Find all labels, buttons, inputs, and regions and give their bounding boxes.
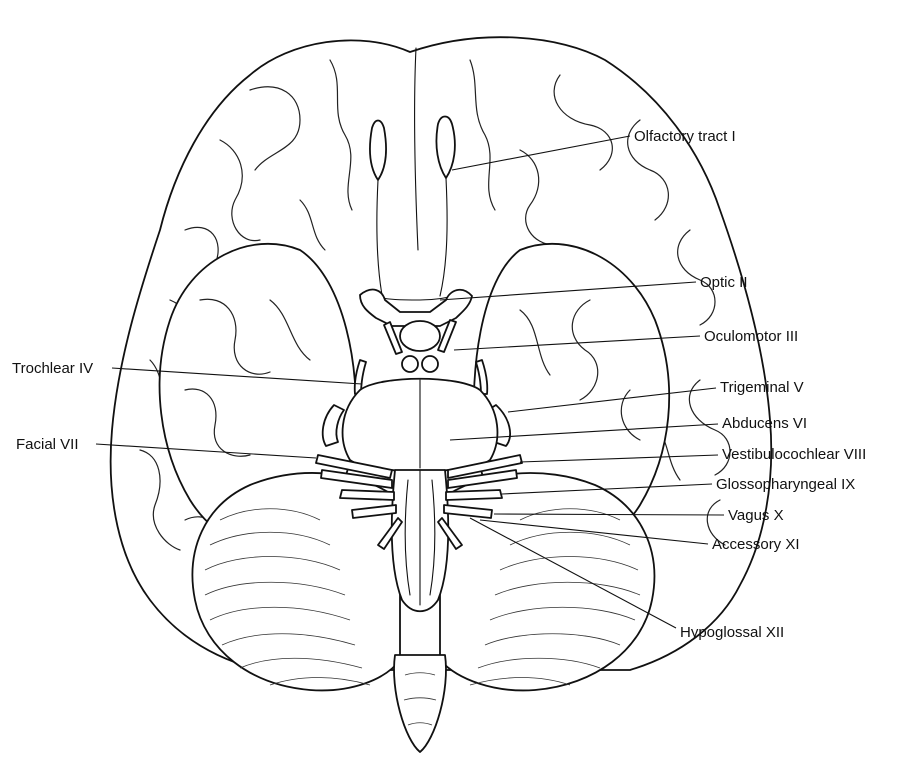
label-olfactory: Olfactory tract I [634,128,736,145]
lower-cranial-nerves [315,454,523,550]
leader-optic [439,281,697,301]
cranial-nerve-roots [321,319,511,447]
optic-chiasm [359,288,473,373]
pons [341,377,499,473]
label-vestibulocochlear: Vestibulocochlear VIII [722,446,866,463]
leader-trochlear [111,367,363,385]
medulla-oblongata [390,469,450,613]
leader-olfactory [451,135,631,171]
label-oculomotor: Oculomotor III [704,328,798,345]
label-vagus: Vagus X [728,507,784,524]
leader-vagus [493,513,725,516]
nerve-labels: Olfactory tract I Optic II Oculomotor II… [12,128,866,641]
leader-glossopharyngeal [501,483,713,495]
temporal-lobes [158,242,671,553]
label-optic: Optic II [700,274,748,291]
label-abducens: Abducens VI [722,415,807,432]
label-glossopharyngeal: Glossopharyngeal IX [716,476,855,493]
olfactory-bulbs [369,115,463,301]
leader-vestibulocochlear [519,454,719,463]
label-trochlear: Trochlear IV [12,360,93,377]
label-hypoglossal: Hypoglossal XII [680,624,784,641]
leader-oculomotor [453,335,701,351]
leader-abducens [449,423,719,441]
label-accessory: Accessory XI [712,536,800,553]
cerebellum [191,472,656,753]
leader-lines [95,135,725,629]
label-trigeminal: Trigeminal V [720,379,804,396]
leader-accessory [479,519,709,545]
leader-hypoglossal [469,517,677,629]
leader-trigeminal [507,387,717,413]
leader-facial [95,443,317,459]
label-facial: Facial VII [16,436,79,453]
